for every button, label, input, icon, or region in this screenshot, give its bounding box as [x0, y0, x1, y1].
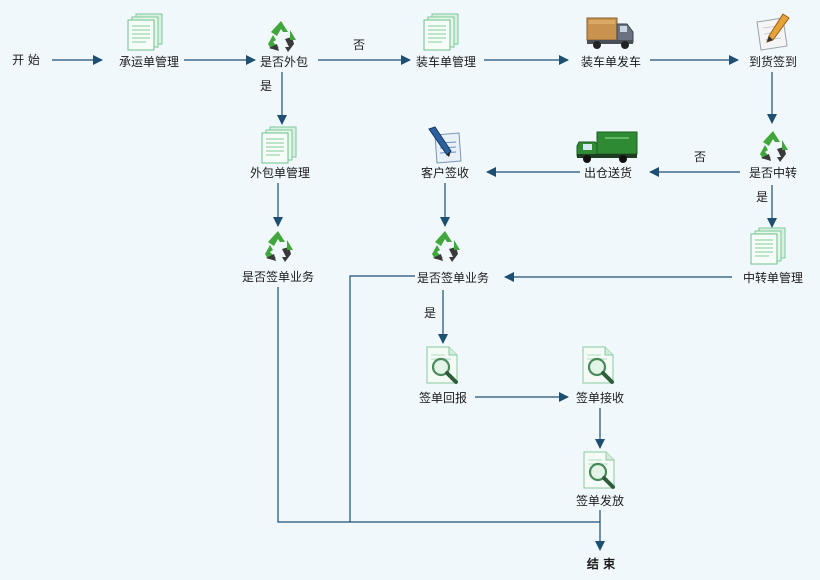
edge-mid-decision-no-to-end: [349, 275, 415, 522]
node-is-outsource[interactable]: 是否外包: [259, 55, 309, 69]
outsource-decision-icon: [268, 21, 296, 52]
mid-sign-decision-icon: [432, 231, 460, 262]
node-arrival-sign[interactable]: 到货签到: [748, 55, 798, 69]
load-manage-doc-icon: [423, 13, 459, 51]
consign-doc-icon: [127, 13, 163, 51]
transfer-decision-icon: [760, 131, 788, 162]
node-outsource-manage[interactable]: 外包单管理: [249, 166, 311, 180]
arrival-sign-icon: [756, 13, 790, 51]
node-consign[interactable]: 承运单管理: [118, 55, 180, 69]
left-sign-decision-icon: [265, 231, 293, 262]
node-sign-receive[interactable]: 签单接收: [575, 391, 625, 405]
edge-label-yes-outsource: 是: [259, 79, 273, 93]
edge-label-no-outsource: 否: [352, 38, 366, 52]
transfer-manage-doc-icon: [750, 227, 786, 265]
delivery-truck-icon: [576, 131, 638, 164]
node-is-sign-left[interactable]: 是否签单业务: [241, 270, 315, 284]
node-load-manage[interactable]: 装车单管理: [415, 55, 477, 69]
node-is-transfer[interactable]: 是否中转: [748, 166, 798, 180]
edge-label-yes-sign: 是: [423, 306, 437, 320]
node-sign-return[interactable]: 签单回报: [418, 391, 468, 405]
node-start[interactable]: 开 始: [12, 53, 40, 67]
edge-left-decision-to-end: [277, 287, 600, 523]
edge-label-no-transfer: 否: [693, 150, 707, 164]
customer-sign-icon: [428, 126, 462, 164]
node-end[interactable]: 结 束: [586, 557, 616, 571]
node-out-delivery[interactable]: 出仓送货: [583, 166, 633, 180]
node-customer-sign[interactable]: 客户签收: [420, 166, 470, 180]
flowchart-icons: [127, 13, 790, 490]
node-is-sign-mid[interactable]: 是否签单业务: [416, 271, 490, 285]
sign-dispatch-icon: [582, 450, 616, 490]
edge-label-yes-transfer: 是: [755, 190, 769, 204]
flowchart-edges: [52, 55, 777, 551]
sign-return-icon: [425, 345, 459, 385]
sign-receive-icon: [581, 345, 615, 385]
node-load-dispatch[interactable]: 装车单发车: [580, 55, 642, 69]
node-transfer-manage[interactable]: 中转单管理: [742, 271, 804, 285]
node-sign-dispatch[interactable]: 签单发放: [575, 494, 625, 508]
box-truck-icon: [586, 17, 634, 50]
outsource-manage-doc-icon: [261, 126, 297, 164]
